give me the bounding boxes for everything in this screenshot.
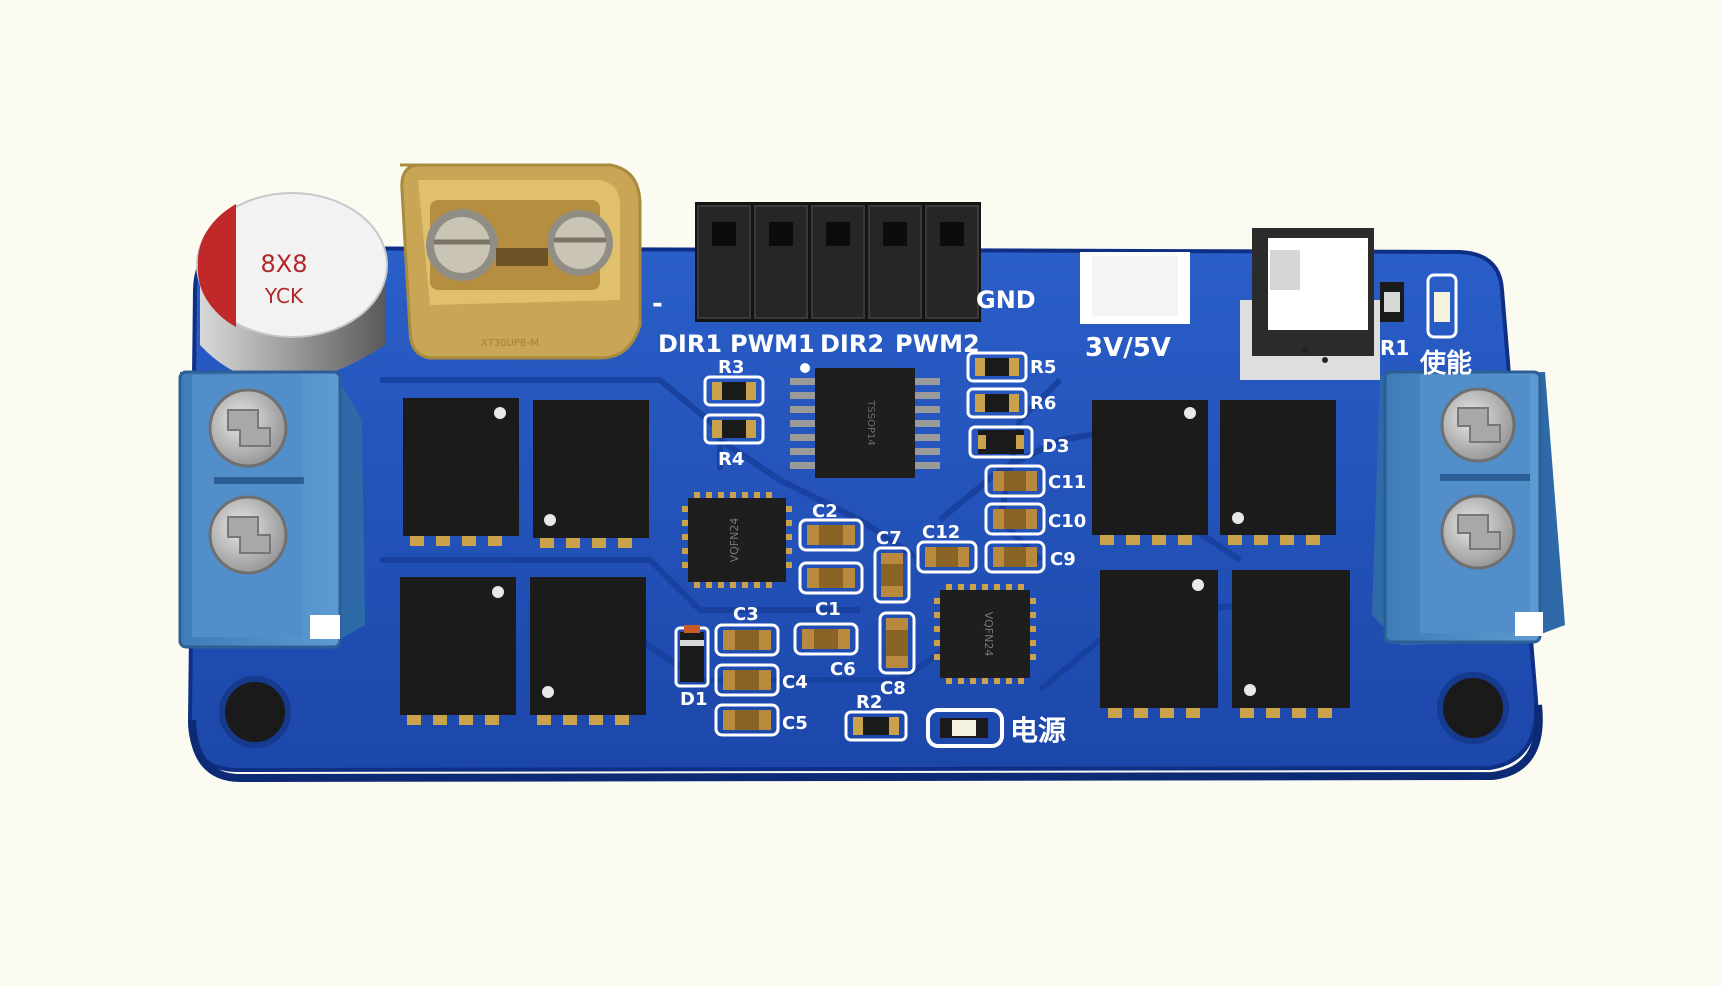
label-c7: C7 (876, 528, 902, 549)
resistor-r6 (966, 387, 1028, 419)
diode-d1 (674, 625, 710, 688)
label-pwm1: PWM1 (730, 330, 815, 358)
xt30-power-connector: XT30UPB-M (400, 163, 642, 360)
label-c5: C5 (782, 713, 808, 734)
capacitor-c5 (714, 703, 780, 737)
label-c3: C3 (733, 604, 759, 625)
driver-ic-right: VQFN24 (934, 584, 1036, 684)
label-dir2: DIR2 (820, 330, 884, 358)
capacitor-c2 (798, 518, 864, 552)
label-c9: C9 (1050, 549, 1076, 570)
driver-ic-left: VQFN24 (682, 492, 792, 588)
label-gnd: GND (976, 286, 1036, 314)
label-r3: R3 (718, 357, 744, 378)
mosfet-q7 (1100, 570, 1218, 718)
capacitor-c8 (878, 611, 916, 675)
driver-ic-left-marking: VQFN24 (728, 518, 741, 563)
label-pwm2: PWM2 (895, 330, 980, 358)
capacitor-c11 (984, 464, 1046, 498)
xt30-marking: XT30UPB-M (481, 338, 539, 349)
logic-ic-marking: TSSOP14 (865, 399, 876, 445)
resistor-r4 (703, 413, 765, 445)
pin-header-5pin (695, 202, 981, 322)
label-r4: R4 (718, 449, 744, 470)
capacitor-c1 (798, 561, 864, 595)
passive-components (674, 351, 1046, 748)
capacitor-c9 (984, 540, 1046, 574)
mosfet-q6 (1220, 400, 1336, 545)
resistor-r5 (966, 351, 1028, 383)
label-dir1: DIR1 (658, 330, 722, 358)
label-c12: C12 (922, 522, 960, 543)
label-c1: C1 (815, 599, 841, 620)
mosfet-q2 (533, 400, 649, 548)
label-power: 电源 (1010, 714, 1066, 747)
mosfet-q5 (1092, 400, 1208, 545)
mosfet-group-right (1092, 400, 1350, 718)
capacitor-label-brand: YCK (264, 284, 304, 308)
label-voltage: 3V/5V (1085, 333, 1171, 363)
power-led (926, 708, 1004, 748)
label-c4: C4 (782, 672, 808, 693)
driver-ic-right-marking: VQFN24 (982, 612, 995, 657)
mounting-hole-right (1437, 672, 1509, 744)
mosfet-q1 (403, 398, 519, 546)
logic-ic-tssop: TSSOP14 (790, 363, 940, 478)
enable-switch (1240, 228, 1380, 380)
resistor-r3 (703, 375, 765, 407)
mosfet-group-left (400, 398, 649, 725)
mosfet-q3 (400, 577, 516, 725)
mosfet-q4 (530, 577, 646, 725)
label-r5: R5 (1030, 357, 1056, 378)
label-d1: D1 (680, 689, 707, 710)
board-edge (188, 704, 1543, 783)
label-c11: C11 (1048, 472, 1086, 493)
label-d3: D3 (1042, 436, 1069, 457)
capacitor-c12 (916, 540, 978, 574)
capacitor-label-size: 8X8 (261, 250, 308, 278)
diode-d3 (968, 425, 1034, 459)
label-r6: R6 (1030, 393, 1056, 414)
capacitor-c10 (984, 502, 1046, 536)
label-c6: C6 (830, 659, 856, 680)
screw-terminal-right (1372, 370, 1565, 645)
capacitor-c7 (873, 546, 911, 604)
label-r2: R2 (856, 692, 882, 713)
screw-terminal-left (178, 370, 365, 649)
capacitor-c3 (714, 623, 780, 657)
voltage-select-jumper (1080, 252, 1190, 324)
capacitor-c6 (793, 622, 859, 656)
enable-led (1380, 273, 1458, 339)
power-minus-label: - (652, 289, 663, 319)
label-r1: R1 (1380, 336, 1409, 360)
label-c10: C10 (1048, 511, 1086, 532)
capacitor-c4 (714, 663, 780, 697)
electrolytic-capacitor: 8X8 YCK (196, 192, 388, 383)
resistor-r2 (844, 710, 908, 742)
label-c2: C2 (812, 501, 838, 522)
mounting-hole-left (219, 676, 291, 748)
label-enable: 使能 (1419, 348, 1472, 379)
label-c8: C8 (880, 678, 906, 699)
silkscreen-labels: R3 R4 R5 R6 D3 C11 C10 C9 C12 C7 C2 C1 C… (680, 357, 1086, 747)
mosfet-q8 (1232, 570, 1350, 718)
